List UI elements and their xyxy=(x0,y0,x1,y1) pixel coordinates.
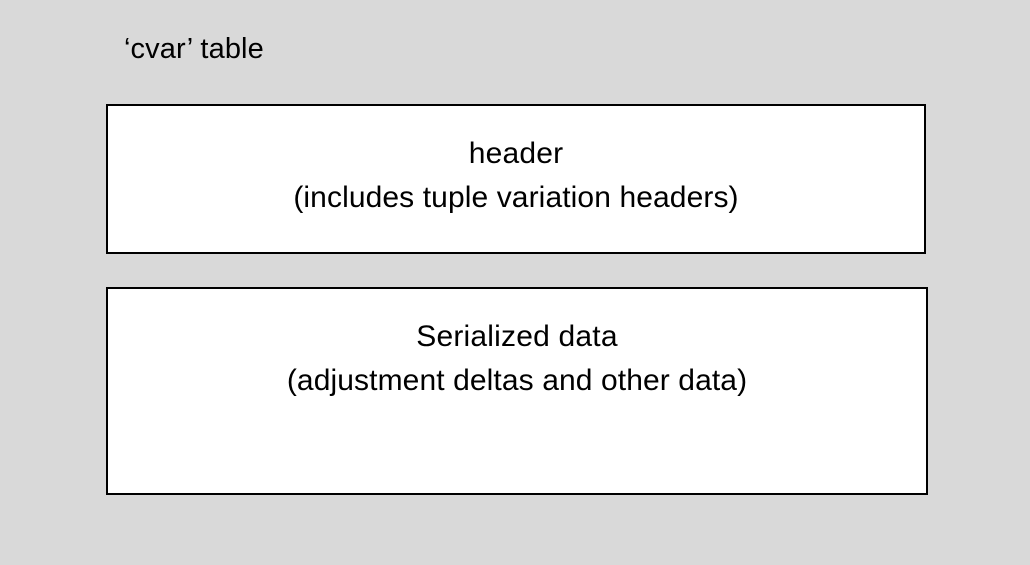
serialized-data-block-line-1: Serialized data xyxy=(416,320,618,353)
serialized-data-block: Serialized data (adjustment deltas and o… xyxy=(106,287,928,495)
header-block: header (includes tuple variation headers… xyxy=(106,104,926,254)
header-block-line-2: (includes tuple variation headers) xyxy=(293,181,739,214)
page-title: ‘cvar’ table xyxy=(124,33,264,65)
serialized-data-block-line-2: (adjustment deltas and other data) xyxy=(286,364,748,397)
header-block-line-1: header xyxy=(468,137,564,170)
